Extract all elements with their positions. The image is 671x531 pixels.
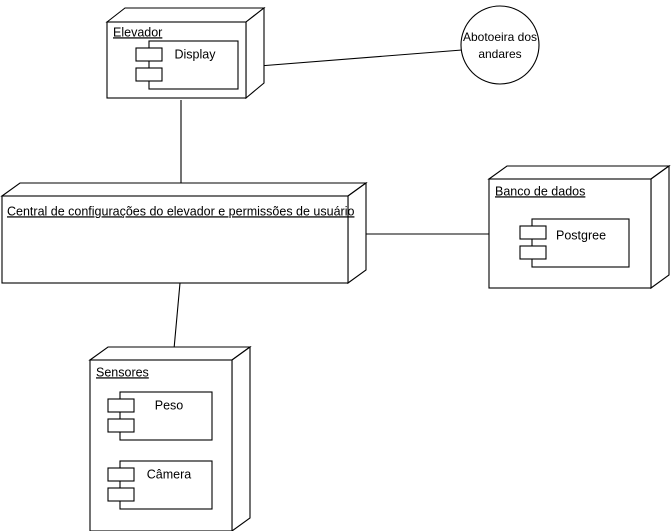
component-display[interactable]: Display <box>135 40 239 90</box>
component-display-tab-lower <box>135 67 163 82</box>
component-postgree[interactable]: Postgree <box>519 218 630 268</box>
component-postgree-label: Postgree <box>556 228 606 242</box>
node-banco-de-dados[interactable]: Banco de dados Postgree <box>487 164 671 290</box>
node-elevador[interactable]: Elevador Display <box>105 6 266 100</box>
interface-abotoeira[interactable]: Abotoeira dos andares <box>460 5 540 85</box>
component-camera-tab-upper <box>107 467 135 482</box>
component-peso-body <box>119 391 213 441</box>
node-banco-de-dados-top-face <box>487 165 671 180</box>
interface-abotoeira-circle <box>460 5 540 85</box>
component-peso[interactable]: Peso <box>107 391 213 441</box>
node-sensores[interactable]: Sensores Peso Câmera <box>88 345 252 531</box>
component-camera[interactable]: Câmera <box>107 460 213 510</box>
component-camera-body <box>119 460 213 510</box>
node-sensores-side-face <box>231 345 251 531</box>
node-central-side-face <box>347 181 367 285</box>
component-postgree-tab-lower <box>519 245 547 260</box>
node-banco-de-dados-title: Banco de dados <box>495 184 585 198</box>
node-elevador-top-face <box>105 7 266 23</box>
component-display-label: Display <box>175 47 217 61</box>
component-peso-label: Peso <box>155 398 184 412</box>
node-central[interactable]: Central de configurações do elevador e p… <box>0 181 368 285</box>
component-camera-label: Câmera <box>147 467 192 481</box>
component-camera-tab-lower <box>107 487 135 502</box>
component-peso-tab-lower <box>107 418 135 433</box>
node-central-top-face <box>0 182 368 197</box>
node-sensores-title: Sensores <box>96 365 149 379</box>
component-postgree-tab-upper <box>519 225 547 240</box>
interface-abotoeira-label-line2: andares <box>478 47 521 61</box>
component-display-body <box>148 40 239 90</box>
node-central-front-face <box>1 195 349 284</box>
component-display-tab-upper <box>135 47 163 62</box>
node-banco-de-dados-side-face <box>650 164 670 290</box>
component-postgree-body <box>531 218 630 268</box>
node-sensores-top-face <box>88 346 252 361</box>
interface-abotoeira-label-line1: Abotoeira dos <box>463 30 537 44</box>
component-peso-tab-upper <box>107 398 135 413</box>
node-elevador-title: Elevador <box>113 25 162 39</box>
node-central-title: Central de configurações do elevador e p… <box>7 204 354 218</box>
node-elevador-side-face <box>245 6 265 100</box>
connection-elevador-abotoeira[interactable] <box>258 49 463 67</box>
